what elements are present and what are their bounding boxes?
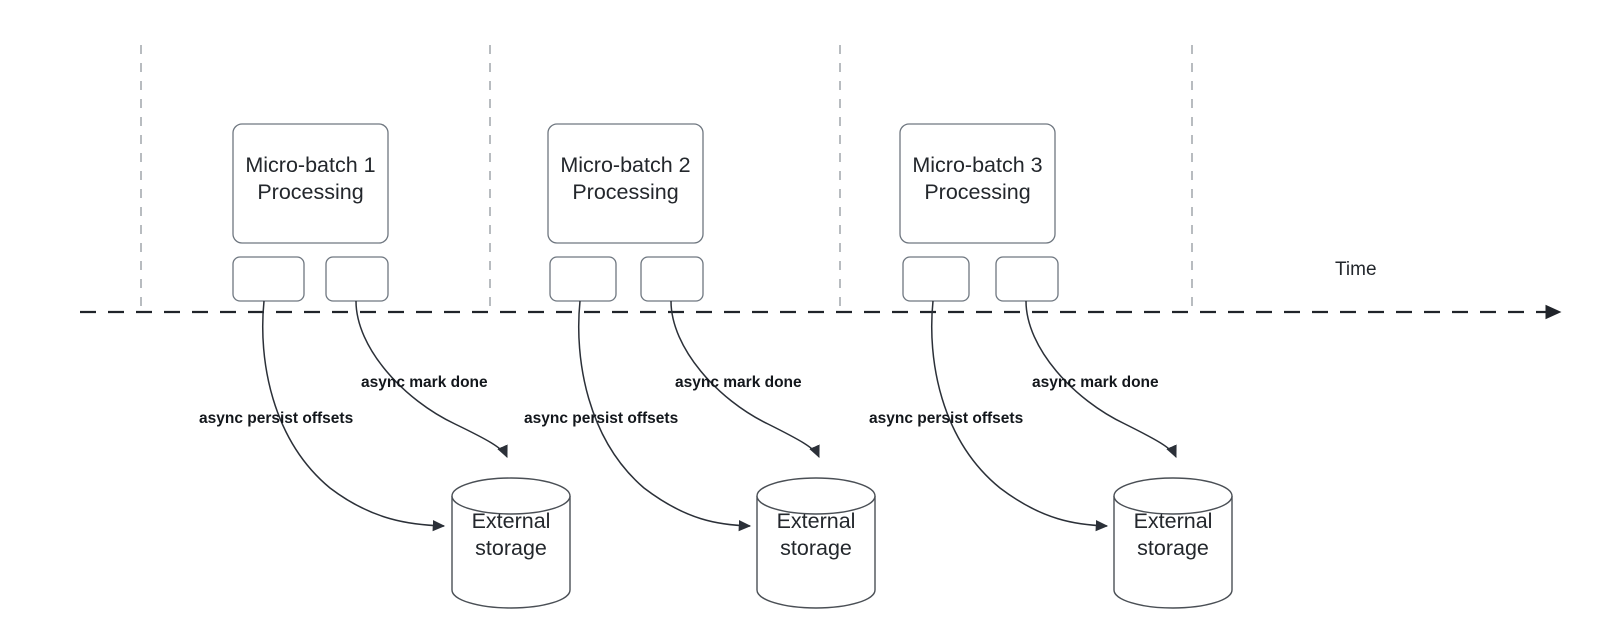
mark-done-label: async mark done [1032, 374, 1159, 391]
cylinder-body [1113, 496, 1233, 609]
persist-offsets-edge [930, 300, 1109, 532]
group-micro-batch-3: Micro-batch 3 Processing async persist o… [869, 123, 1233, 609]
task-box-mark[interactable] [325, 256, 389, 302]
external-storage-cylinder[interactable]: External storage [756, 477, 876, 609]
task-box-persist[interactable] [549, 256, 617, 302]
cylinder-body [756, 496, 876, 609]
micro-batch-label-line1: Micro-batch 2 [560, 153, 690, 177]
mark-done-edge [670, 300, 820, 459]
group-micro-batch-2: Micro-batch 2 Processing async persist o… [524, 123, 876, 609]
task-box-persist[interactable] [902, 256, 970, 302]
micro-batch-label-line1: Micro-batch 3 [912, 153, 1042, 177]
mark-done-label: async mark done [361, 374, 488, 391]
timeline-tick-group [140, 45, 1193, 312]
group-micro-batch-1: Micro-batch 1 Processing async persist o… [199, 123, 571, 609]
storage-label-line1: External [777, 509, 856, 533]
storage-label-line1: External [472, 509, 551, 533]
persist-offsets-label: async persist offsets [524, 410, 678, 427]
external-storage-cylinder[interactable]: External storage [451, 477, 571, 609]
storage-label-line2: storage [475, 536, 547, 560]
time-axis-label: Time [1335, 259, 1377, 280]
persist-offsets-label: async persist offsets [199, 410, 353, 427]
task-box-mark[interactable] [995, 256, 1059, 302]
micro-batch-label-line1: Micro-batch 1 [245, 153, 375, 177]
cylinder-top [451, 477, 571, 515]
external-storage-cylinder[interactable]: External storage [1113, 477, 1233, 609]
micro-batch-label-line2: Processing [572, 180, 678, 204]
micro-batch-box[interactable] [899, 123, 1056, 244]
storage-label-line2: storage [1137, 536, 1209, 560]
cylinder-top [1113, 477, 1233, 515]
cylinder-body [451, 496, 571, 609]
task-box-mark[interactable] [640, 256, 704, 302]
mark-done-label: async mark done [675, 374, 802, 391]
micro-batch-label-line2: Processing [924, 180, 1030, 204]
persist-offsets-label: async persist offsets [869, 410, 1023, 427]
storage-label-line1: External [1134, 509, 1213, 533]
micro-batch-box[interactable] [232, 123, 389, 244]
storage-label-line2: storage [780, 536, 852, 560]
cylinder-top [756, 477, 876, 515]
micro-batch-box[interactable] [547, 123, 704, 244]
persist-offsets-edge [261, 300, 446, 532]
persist-offsets-edge [577, 300, 752, 532]
task-box-persist[interactable] [232, 256, 305, 302]
mark-done-edge [355, 300, 508, 459]
mark-done-edge [1025, 300, 1177, 459]
micro-batch-label-line2: Processing [257, 180, 363, 204]
